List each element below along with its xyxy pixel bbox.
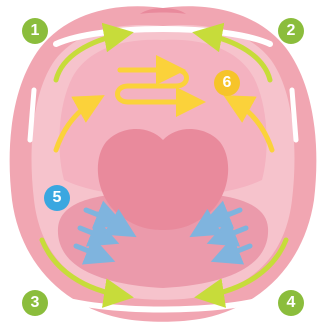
- step-badge-6: 6: [214, 70, 240, 96]
- step-badge-4: 4: [278, 290, 304, 316]
- step-badge-5: 5: [44, 185, 70, 211]
- step-badge-1: 1: [22, 18, 48, 44]
- step-badge-2: 2: [278, 18, 304, 44]
- step-badge-3: 3: [22, 290, 48, 316]
